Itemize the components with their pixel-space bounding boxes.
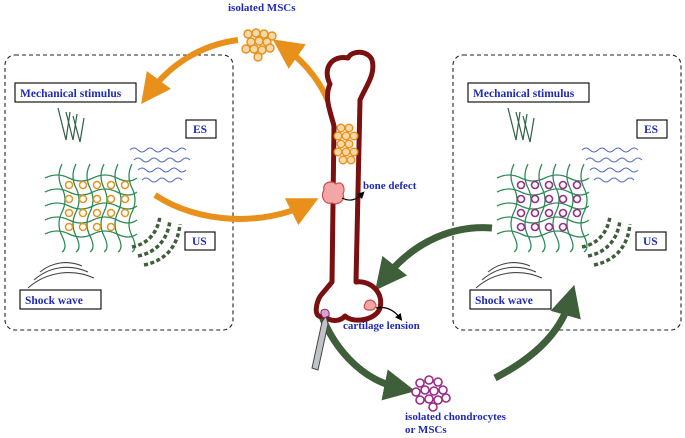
orange-arrow-top [141,37,239,105]
right-us-label: US [643,236,658,248]
left-mechanical-box [14,82,137,103]
isolated-chondrocytes-label-2: or MSCs [405,424,447,436]
left-us-label: US [192,236,207,248]
isolated-mscs-label: isolated MSCs [228,2,296,14]
bone-defect-label: bone defect [363,180,417,192]
left-sine-wave-icon [129,147,191,183]
left-scaffold-cells [64,180,130,232]
left-shock-wave-icon [27,262,95,289]
left-us-box [184,231,216,251]
left-panel-frame [4,54,234,331]
right-scaffold-cells [516,180,582,232]
green-arrow-to-right-panel [493,284,581,382]
right-ultrasound-icon [581,215,632,267]
chondrocyte-cluster [411,375,451,412]
left-ultrasound-icon [131,215,182,267]
green-arrow-to-bone [375,224,493,291]
scalpel-icon [311,308,330,371]
right-es-box [636,119,668,139]
isolated-chondrocytes-label-1: isolated chondrocytes [405,411,507,423]
left-shock-label: Shock wave [25,295,83,307]
right-mechanical-label: Mechanical stimulus [473,88,575,100]
right-panel-frame [452,54,682,331]
orange-arrow-to-defect [153,192,319,226]
right-us-box [635,231,667,251]
right-es-label: ES [644,124,658,136]
right-shock-wave-icon [475,262,543,289]
right-shock-label: Shock wave [475,295,533,307]
cartilage-lesion-pointer [375,306,403,321]
left-es-box [185,119,217,139]
left-es-label: ES [193,124,207,136]
bone-defect-pointer [341,191,365,201]
isolated-msc-cluster [241,28,277,62]
left-mechanical-label: Mechanical stimulus [20,88,122,100]
cartilage-lesion-label: cartilage lension [343,320,420,332]
left-scaffold [44,163,138,253]
bone-msc-cluster [333,123,359,165]
right-scaffold [496,163,590,253]
right-needle-icon [507,107,535,143]
left-shock-box [19,289,102,310]
right-mechanical-box [467,82,590,103]
cartilage-lesion-mark [363,299,377,311]
bone-defect-mark [321,181,345,205]
left-needle-icon [57,107,85,143]
right-sine-wave-icon [581,147,643,183]
right-shock-box [469,289,552,310]
